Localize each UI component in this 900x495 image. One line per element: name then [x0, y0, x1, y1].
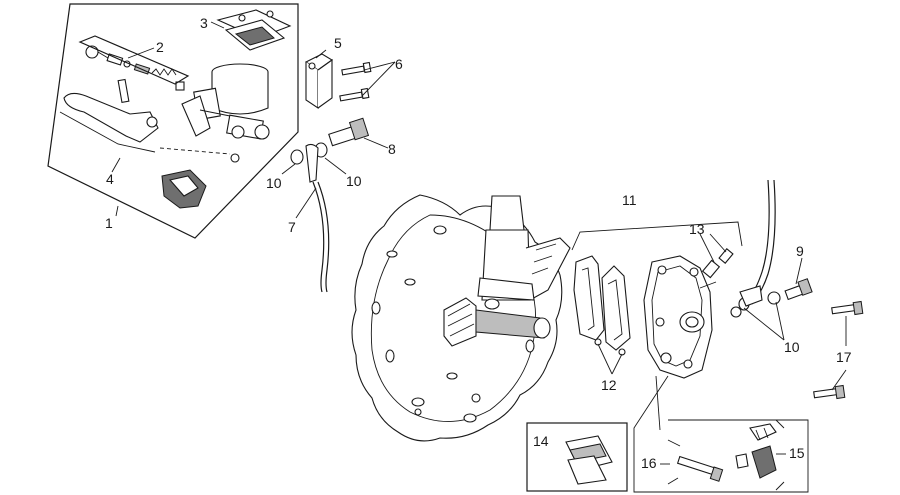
- callout-11: 11: [622, 192, 637, 208]
- callout-dashes: [660, 453, 786, 465]
- bleed-valves: [701, 248, 734, 279]
- caliper-bolts: [813, 300, 864, 400]
- brake-hose-upper: [290, 142, 330, 293]
- callout-8: 8: [388, 141, 396, 157]
- banjo-bolt: [328, 117, 370, 147]
- group-outline-master-cylinder: [47, 3, 299, 239]
- callout-5: 5: [334, 35, 342, 51]
- brake-pads: [573, 255, 631, 356]
- callout-6: 6: [395, 56, 403, 72]
- callout-3: 3: [200, 15, 208, 31]
- callout-16: 16: [641, 455, 657, 471]
- master-cylinder-body: [181, 63, 270, 140]
- callout-14: 14: [533, 433, 549, 449]
- callout-17: 17: [836, 349, 852, 365]
- piston-kit: [78, 35, 190, 91]
- callout-7: 7: [288, 219, 296, 235]
- reservoir-cap: [216, 9, 292, 51]
- kit-box-15-16: [633, 375, 809, 493]
- banjo-bolt-9: [784, 278, 813, 301]
- callout-10-lower: 10: [784, 339, 800, 355]
- callout-9: 9: [796, 243, 804, 259]
- brake-hose-lower: [730, 179, 781, 318]
- callout-labels: 1 2 3 4 5 6 7 8 9 10 10 10 11 12 13 14 1…: [105, 15, 852, 471]
- callout-12: 12: [601, 377, 617, 393]
- leader-lines: [111, 21, 847, 391]
- caliper-group-11: [571, 221, 743, 251]
- callout-13: 13: [689, 221, 705, 237]
- callout-2: 2: [156, 39, 164, 55]
- wheel-hub: [443, 297, 551, 347]
- clamp-bolts: [339, 61, 372, 102]
- callout-10-upper-right: 10: [346, 173, 362, 189]
- brake-lever: [59, 78, 240, 163]
- callout-10-upper-left: 10: [266, 175, 282, 191]
- brake-caliper: [643, 255, 717, 379]
- fork-leg: [477, 195, 571, 301]
- callout-1: 1: [105, 215, 113, 231]
- master-cylinder-group: [47, 3, 299, 239]
- handlebar-clamp: [304, 53, 334, 110]
- kit-box-14: [526, 422, 628, 492]
- lever-boot: [161, 169, 207, 209]
- callout-15: 15: [789, 445, 805, 461]
- callout-4: 4: [106, 171, 114, 187]
